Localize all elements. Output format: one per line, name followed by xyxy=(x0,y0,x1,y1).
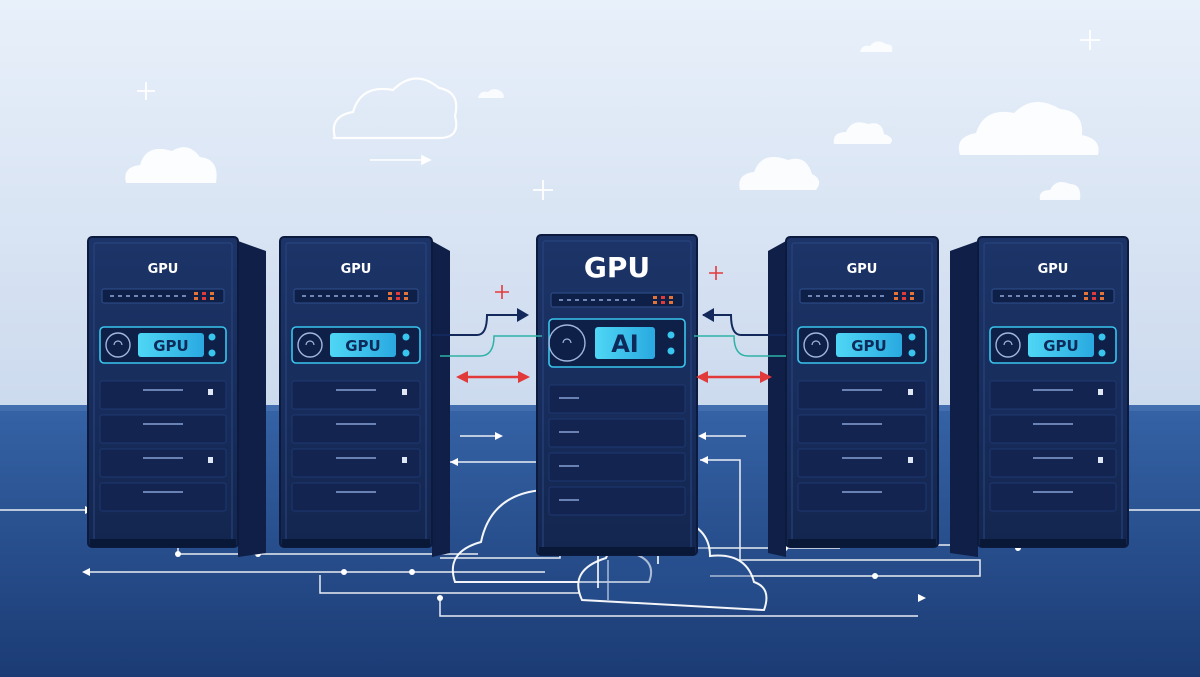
led-indicator-icon xyxy=(1084,292,1104,300)
server-panel-label: AI xyxy=(611,330,639,358)
cloud-icon xyxy=(1039,182,1081,200)
network-arrow-icon xyxy=(370,154,432,166)
fan-icon xyxy=(995,332,1021,358)
cloud-icon xyxy=(332,77,458,140)
server-top-label: GPU xyxy=(148,262,179,277)
sparkle-icon xyxy=(137,30,1100,200)
led-indicator-icon xyxy=(194,292,214,300)
gpu-server-rack: GPU GPU xyxy=(87,236,266,557)
led-indicator-icon xyxy=(894,292,914,300)
network-arrow-icon xyxy=(456,308,772,383)
gpu-server-rack: GPU GPU xyxy=(950,236,1129,557)
cloud-icon xyxy=(958,101,1099,155)
led-indicator-icon xyxy=(388,292,408,300)
led-indicator-icon xyxy=(653,296,673,304)
server-top-label: GPU xyxy=(341,262,372,277)
gpu-server-rack: GPU AI xyxy=(536,234,698,556)
cloud-icon xyxy=(478,41,893,98)
cloud-icon xyxy=(833,122,892,144)
cloud-icon xyxy=(125,147,217,183)
fan-icon xyxy=(105,332,131,358)
server-top-label: GPU xyxy=(847,262,878,277)
gpu-server-rack: GPU GPU xyxy=(279,236,450,557)
sparkle-icon xyxy=(495,266,723,299)
server-panel-label: GPU xyxy=(345,337,381,355)
connection-arrows xyxy=(432,314,786,379)
gpu-server-rack: GPU GPU xyxy=(768,236,939,557)
fan-icon xyxy=(803,332,829,358)
fan-icon xyxy=(297,332,323,358)
fan-icon xyxy=(548,324,586,362)
server-top-label: GPU xyxy=(584,251,650,284)
server-panel-label: GPU xyxy=(1043,337,1079,355)
server-top-label: GPU xyxy=(1038,262,1069,277)
cloud-icon xyxy=(739,156,820,190)
server-panel-label: GPU xyxy=(851,337,887,355)
server-panel-label: GPU xyxy=(153,337,189,355)
